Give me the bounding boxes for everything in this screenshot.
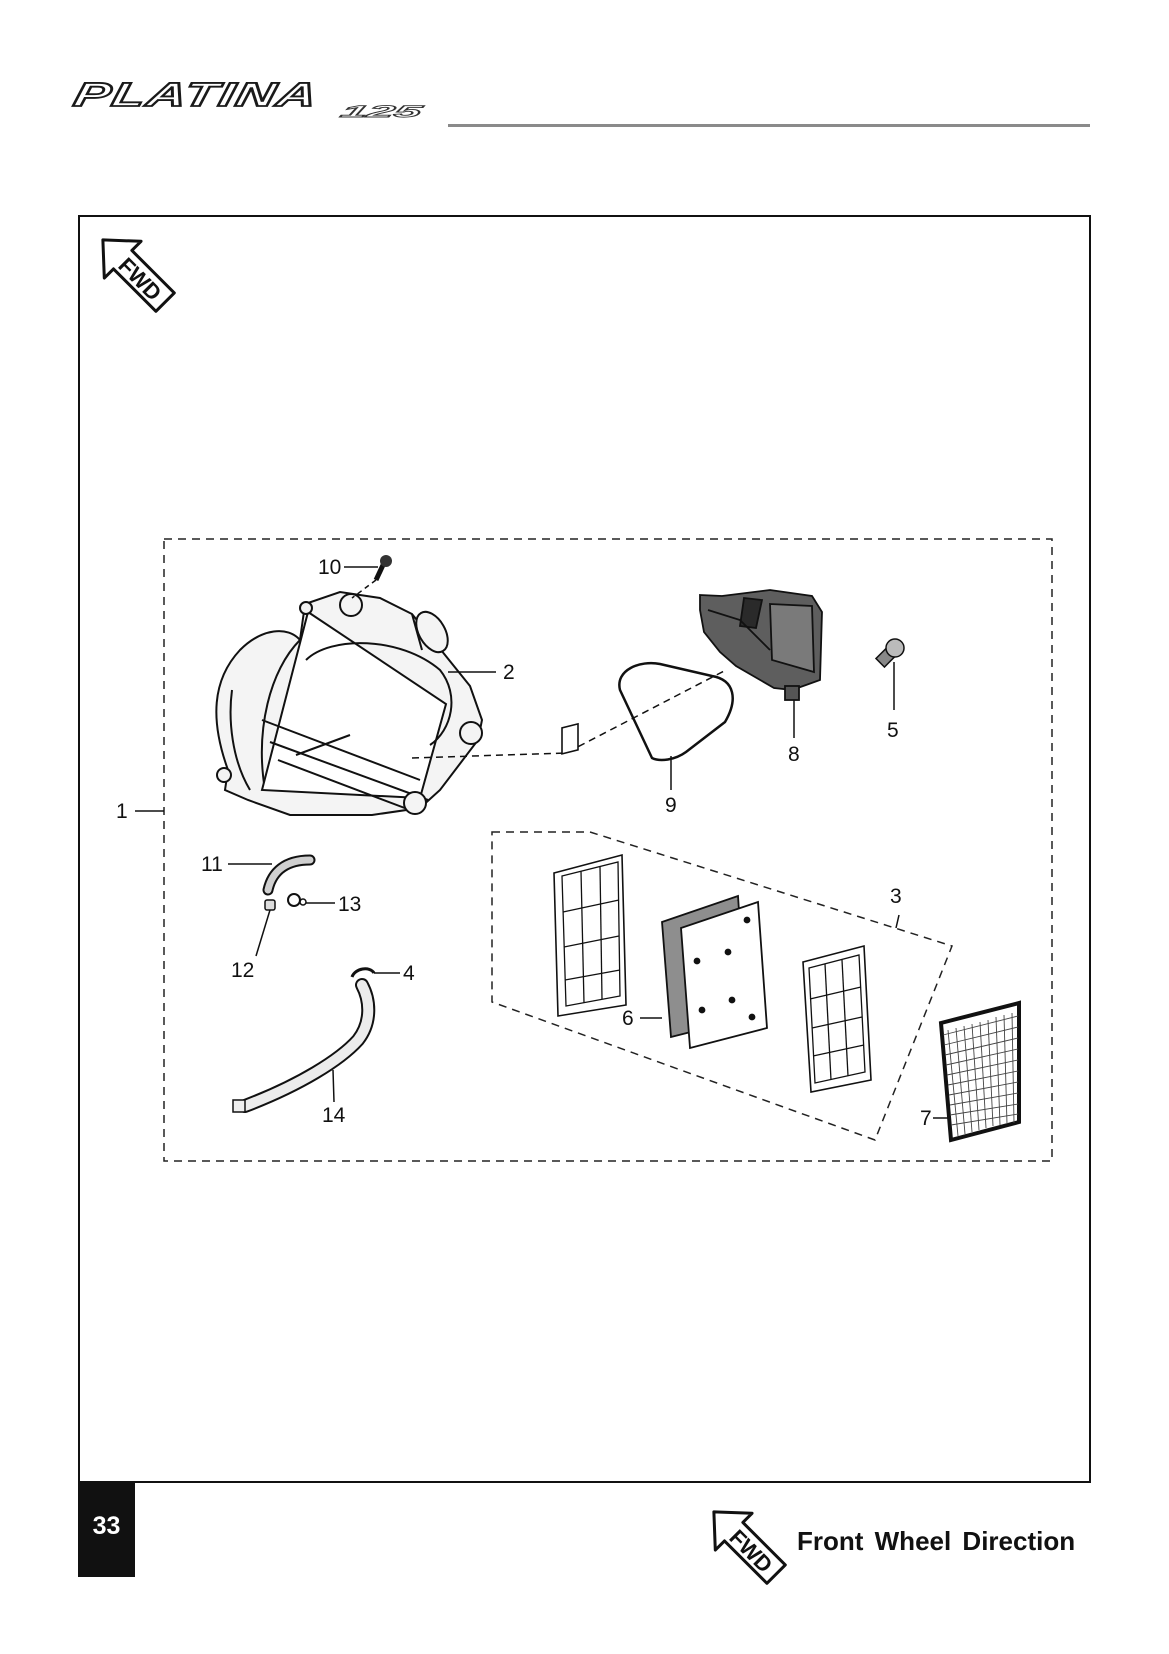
header-rule bbox=[448, 124, 1090, 127]
intake-duct bbox=[699, 589, 823, 701]
footer-fwd-arrow-icon: FWD bbox=[712, 1510, 787, 1585]
callout-7: 7 bbox=[920, 1107, 932, 1130]
callout-10: 10 bbox=[318, 556, 341, 579]
page-number: 33 bbox=[92, 1512, 121, 1540]
callout-12: 12 bbox=[231, 959, 254, 982]
assembly-boundary bbox=[163, 538, 1053, 1162]
callout-1: 1 bbox=[116, 800, 128, 823]
callout-13: 13 bbox=[338, 893, 361, 916]
filter-element-boundary bbox=[491, 831, 953, 1141]
filter-element bbox=[661, 894, 768, 1050]
callout-8: 8 bbox=[788, 743, 800, 766]
duct-gasket bbox=[618, 661, 734, 762]
drain-plug bbox=[264, 899, 276, 911]
callout-14: 14 bbox=[322, 1104, 346, 1127]
callout-11: 11 bbox=[201, 853, 223, 876]
callout-3: 3 bbox=[890, 885, 902, 908]
callout-5: 5 bbox=[887, 719, 899, 742]
mounting-screw bbox=[373, 555, 392, 582]
callout-6: 6 bbox=[622, 1007, 634, 1030]
page-number-box bbox=[78, 1483, 135, 1577]
hose-clip bbox=[287, 893, 307, 907]
filter-frame-right-grid bbox=[808, 954, 866, 1084]
callout-4: 4 bbox=[403, 962, 415, 985]
filter-frame-left bbox=[553, 722, 627, 1017]
callout-2: 2 bbox=[503, 661, 515, 684]
air-filter-housing bbox=[215, 590, 484, 816]
bolt bbox=[874, 638, 905, 669]
breather-tube bbox=[232, 978, 376, 1113]
filter-frame-right bbox=[802, 944, 872, 1093]
diagram-frame bbox=[78, 215, 1091, 1483]
filter-frame-left-grid bbox=[561, 861, 621, 1007]
mesh-screen bbox=[938, 1000, 1021, 1143]
fwd-arrow-icon: FWD bbox=[101, 238, 176, 313]
callout-numbers: 1 2 3 4 5 6 7 8 9 10 11 12 13 14 bbox=[116, 556, 932, 1130]
fwd-legend-text: Front Wheel Direction bbox=[797, 1526, 1076, 1556]
callout-9: 9 bbox=[665, 794, 677, 817]
leader-lines bbox=[135, 566, 948, 1119]
hose-clamp bbox=[350, 967, 376, 978]
